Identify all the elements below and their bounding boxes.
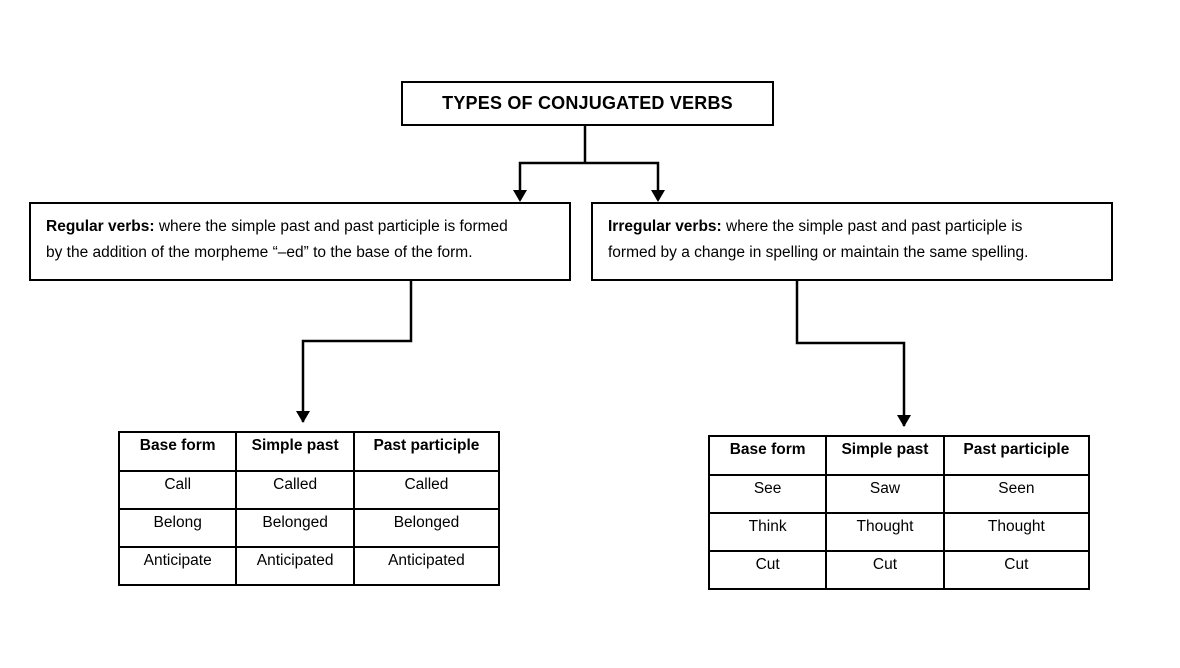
irregular-verbs-line-1: Irregular verbs: where the simple past a… xyxy=(608,214,1097,240)
table-row: Belong Belonged Belonged xyxy=(117,508,501,548)
cell-past-participle: Anticipated xyxy=(352,546,501,586)
cell-simple-past: Belonged xyxy=(235,508,355,548)
irregular-table-arrowhead xyxy=(897,415,911,427)
table-row: Think Thought Thought xyxy=(707,512,1091,552)
cell-simple-past: Called xyxy=(235,470,355,510)
irregular-verbs-heading: Irregular verbs: xyxy=(608,218,722,235)
title-to-regular-arrow xyxy=(518,161,585,200)
cell-past-participle: Called xyxy=(352,470,501,510)
header-base-form: Base form xyxy=(707,435,828,476)
header-base-form: Base form xyxy=(117,431,238,472)
regular-verbs-table: Base form Simple past Past participle Ca… xyxy=(117,431,501,586)
regular-arrowhead xyxy=(513,190,527,202)
regular-verbs-line-1: Regular verbs: where the simple past and… xyxy=(46,214,555,240)
cell-base-form: See xyxy=(707,474,828,514)
table-header-row: Base form Simple past Past participle xyxy=(707,435,1091,476)
table-row: Call Called Called xyxy=(117,470,501,510)
cell-past-participle: Belonged xyxy=(352,508,501,548)
regular-to-table-arrow xyxy=(301,281,413,422)
irregular-to-table-arrow xyxy=(795,281,906,426)
irregular-verbs-definition-1: where the simple past and past participl… xyxy=(721,218,1023,235)
diagram-title: TYPES OF CONJUGATED VERBS xyxy=(442,93,733,113)
regular-verbs-heading: Regular verbs: xyxy=(46,218,155,235)
regular-verbs-box: Regular verbs: where the simple past and… xyxy=(29,202,571,281)
irregular-verbs-table: Base form Simple past Past participle Se… xyxy=(707,435,1091,590)
cell-past-participle: Seen xyxy=(942,474,1091,514)
regular-table-arrowhead xyxy=(296,411,310,423)
cell-simple-past: Saw xyxy=(825,474,945,514)
table-header-row: Base form Simple past Past participle xyxy=(117,431,501,472)
title-box: TYPES OF CONJUGATED VERBS xyxy=(401,81,774,126)
cell-simple-past: Cut xyxy=(825,550,945,590)
regular-verbs-definition-2: by the addition of the morpheme “–ed” to… xyxy=(46,244,473,261)
header-simple-past: Simple past xyxy=(825,435,945,476)
header-simple-past: Simple past xyxy=(235,431,355,472)
cell-base-form: Anticipate xyxy=(117,546,238,586)
regular-verbs-definition-1: where the simple past and past participl… xyxy=(154,218,508,235)
cell-past-participle: Cut xyxy=(942,550,1091,590)
title-to-irregular-arrow xyxy=(585,161,660,200)
table-row: Anticipate Anticipated Anticipated xyxy=(117,546,501,586)
cell-base-form: Call xyxy=(117,470,238,510)
cell-simple-past: Anticipated xyxy=(235,546,355,586)
irregular-arrowhead xyxy=(651,190,665,202)
irregular-verbs-definition-2: formed by a change in spelling or mainta… xyxy=(608,244,1029,261)
table-row: See Saw Seen xyxy=(707,474,1091,514)
header-past-participle: Past participle xyxy=(942,435,1091,476)
cell-simple-past: Thought xyxy=(825,512,945,552)
irregular-verbs-box: Irregular verbs: where the simple past a… xyxy=(591,202,1113,281)
cell-past-participle: Thought xyxy=(942,512,1091,552)
cell-base-form: Belong xyxy=(117,508,238,548)
table-row: Cut Cut Cut xyxy=(707,550,1091,590)
header-past-participle: Past participle xyxy=(352,431,501,472)
cell-base-form: Think xyxy=(707,512,828,552)
cell-base-form: Cut xyxy=(707,550,828,590)
